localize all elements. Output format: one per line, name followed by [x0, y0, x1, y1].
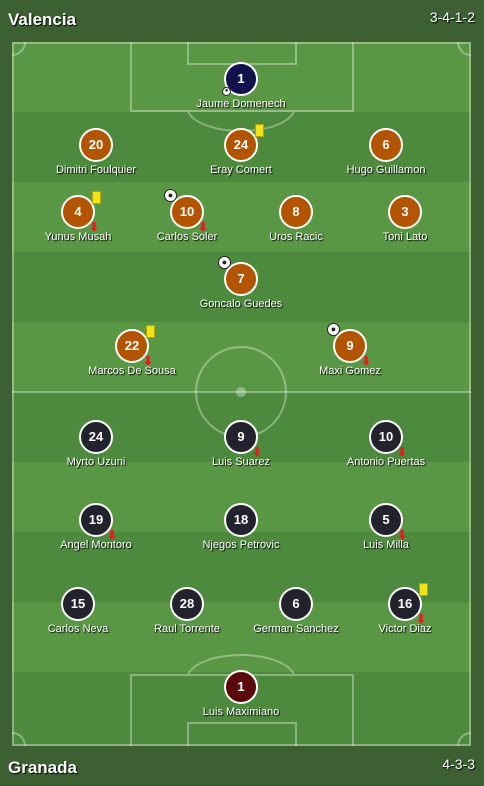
substitution-off-arrow-icon: ⬇: [360, 354, 371, 368]
shirt-number: 6: [279, 587, 313, 621]
shirt-number: 1●: [222, 62, 258, 96]
shirt-number: 15: [61, 587, 95, 621]
football-goal-icon: ●: [218, 256, 231, 269]
shirt-number: 24: [224, 124, 264, 162]
own-goal-icon: ●: [222, 87, 231, 96]
shirt-number: 20: [79, 128, 113, 162]
shirt-number: 5⬇: [369, 503, 407, 541]
player-name: Raul Torrente: [154, 623, 220, 635]
football-goal-icon: ●: [327, 323, 340, 336]
shirt-number: 10⬇: [369, 420, 407, 458]
shirt-number: 3: [388, 195, 422, 229]
home-player[interactable]: 1● Jaume Domenech: [171, 62, 311, 110]
player-name: Myrto Uzuni: [66, 456, 126, 468]
player-name: Dimitri Foulquier: [55, 164, 137, 176]
shirt-number: 19⬇: [79, 503, 117, 541]
home-player[interactable]: 7● Goncalo Guedes: [171, 256, 311, 310]
home-player[interactable]: 9●⬇Maxi Gomez: [280, 323, 420, 377]
yellow-card-icon: [419, 583, 428, 596]
home-formation: 3-4-1-2: [429, 9, 475, 25]
player-name: Toni Lato: [382, 231, 428, 243]
center-spot: [236, 387, 246, 397]
home-team-name: Valencia: [8, 10, 77, 29]
shirt-number: 18: [224, 503, 258, 537]
player-name: Antonio Puertas: [346, 456, 426, 468]
shirt-number: 8: [279, 195, 313, 229]
substitution-off-arrow-icon: ⬇: [106, 528, 117, 542]
shirt-number: 16⬇: [388, 583, 428, 625]
shirt-number: 9●⬇: [327, 323, 371, 367]
player-name: German Sanchez: [253, 623, 339, 635]
player-name: Goncalo Guedes: [199, 298, 283, 310]
player-name: Maxi Gomez: [319, 365, 381, 377]
yellow-card-icon: [92, 191, 101, 204]
away-player[interactable]: 5⬇Luis Milla: [316, 503, 456, 551]
home-player[interactable]: 10●⬇Carlos Soler: [117, 189, 257, 243]
player-name: Eray Comert: [210, 164, 272, 176]
player-name: Luis Maximiano: [202, 706, 280, 718]
shirt-number: 4⬇: [61, 191, 101, 233]
substitution-off-arrow-icon: ⬇: [396, 528, 407, 542]
away-formation: 4-3-3: [442, 756, 475, 772]
substitution-off-arrow-icon: ⬇: [396, 445, 407, 459]
shirt-number: 1: [224, 670, 258, 704]
player-name: Luis Milla: [363, 539, 409, 551]
shirt-number: 24: [79, 420, 113, 454]
away-player[interactable]: 19⬇Angel Montoro: [26, 503, 166, 551]
substitution-off-arrow-icon: ⬇: [197, 220, 208, 234]
bottom-goal-area: [187, 722, 297, 746]
football-goal-icon: ●: [164, 189, 177, 202]
player-name: Carlos Soler: [156, 231, 218, 243]
player-name: Uros Racic: [269, 231, 323, 243]
substitution-off-arrow-icon: ⬇: [415, 612, 426, 626]
player-name: Njegos Petrovic: [202, 539, 280, 551]
top-penalty-area: [130, 42, 354, 112]
player-name: Carlos Neva: [47, 623, 109, 635]
pitch-outline: [12, 42, 471, 746]
shirt-number: 22⬇: [115, 325, 155, 367]
away-player[interactable]: 10⬇Antonio Puertas: [316, 420, 456, 468]
home-player[interactable]: 4⬇Yunus Musah: [12, 191, 148, 243]
yellow-card-icon: [255, 124, 264, 137]
home-player[interactable]: 22⬇Marcos De Sousa: [62, 325, 202, 377]
player-name: Hugo Guillamon: [346, 164, 426, 176]
corner-arc: [457, 732, 471, 746]
yellow-card-icon: [146, 325, 155, 338]
shirt-number: 7●: [218, 256, 258, 296]
away-team-name: Granada: [8, 758, 77, 777]
substitution-off-arrow-icon: ⬇: [88, 220, 99, 234]
shirt-number: 28: [170, 587, 204, 621]
player-name: Luis Suarez: [211, 456, 271, 468]
away-player[interactable]: 9⬇Luis Suarez: [171, 420, 311, 468]
shirt-number: 10●⬇: [164, 189, 208, 233]
substitution-off-arrow-icon: ⬇: [251, 445, 262, 459]
substitution-off-arrow-icon: ⬇: [142, 354, 153, 368]
away-player[interactable]: 16⬇Victor Diaz: [335, 583, 471, 635]
player-name: Angel Montoro: [60, 539, 132, 551]
shirt-number: 6: [369, 128, 403, 162]
player-name: Jaume Domenech: [196, 98, 286, 110]
player-name: Marcos De Sousa: [88, 365, 176, 377]
shirt-number: 9⬇: [224, 420, 262, 458]
player-name: Yunus Musah: [44, 231, 112, 243]
player-name: Victor Diaz: [378, 623, 432, 635]
